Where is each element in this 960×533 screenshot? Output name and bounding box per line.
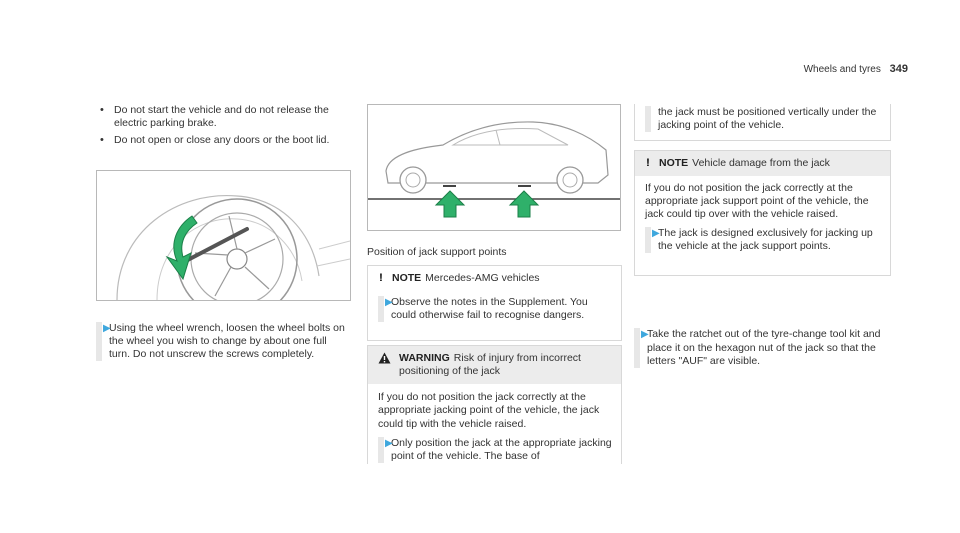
step-text: the jack must be positioned vertically u… [658, 106, 877, 132]
note-text: If you do not position the jack correctl… [645, 181, 869, 220]
car-side-drawing [368, 121, 620, 218]
figure-caption: Position of jack support points [367, 246, 507, 258]
warning-triangle-icon [378, 352, 391, 378]
wheel-wrench-illustration [96, 170, 351, 301]
wheel-wrench-drawing [116, 194, 350, 300]
note-body: If you do not position the jack correctl… [635, 176, 890, 254]
jack-points-illustration [367, 104, 621, 231]
exclamation-icon: ! [379, 272, 383, 284]
warning-label: WARNING [399, 352, 450, 364]
triangle-right-icon: ▶ [652, 228, 660, 240]
step-text: Using the wheel wrench, loosen the wheel… [109, 322, 345, 361]
bullet-item: Do not open or close any doors or the bo… [100, 134, 350, 148]
warning-step: ▶ Only position the jack at the appropri… [378, 436, 613, 463]
step-loosen-bolts: ▶ Using the wheel wrench, loosen the whe… [96, 322, 349, 362]
step-text: Take the ratchet out of the tyre-change … [647, 328, 881, 367]
warning-body: If you do not position the jack correctl… [368, 384, 621, 463]
step-ratchet: ▶ Take the ratchet out of the tyre-chang… [634, 328, 887, 368]
continued-step: the jack must be positioned vertically u… [645, 106, 882, 133]
running-header: Wheels and tyres 349 [804, 63, 908, 77]
step-text: Only position the jack at the appropriat… [391, 436, 612, 462]
exclamation-icon: ! [646, 157, 650, 169]
note-label: NOTE [659, 157, 689, 169]
note-step: ▶ The jack is designed exclusively for j… [645, 227, 882, 254]
triangle-right-icon: ▶ [385, 296, 393, 308]
warning-continued: the jack must be positioned vertically u… [634, 104, 891, 141]
page-number: 349 [889, 63, 908, 75]
triangle-right-icon: ▶ [641, 329, 649, 341]
note-label: NOTE [392, 272, 422, 284]
bullet-item: Do not start the vehicle and do not rele… [100, 104, 350, 130]
triangle-right-icon: ▶ [103, 323, 111, 334]
section-title: Wheels and tyres [803, 64, 881, 75]
warning-text: If you do not position the jack correctl… [378, 391, 600, 430]
triangle-right-icon: ▶ [385, 437, 393, 449]
green-up-arrow [434, 190, 540, 218]
column-1: Do not start the vehicle and do not rele… [100, 104, 350, 151]
step-text: Observe the notes in the Supplement. You… [391, 295, 588, 321]
note-step: ▶ Observe the notes in the Supplement. Y… [378, 295, 613, 322]
step-text: The jack is designed exclusively for jac… [658, 227, 873, 253]
note-title: Mercedes-AMG vehicles [425, 272, 540, 284]
note-title: Vehicle damage from the jack [692, 157, 830, 169]
warning-title: Risk of injury from incorrect positionin… [399, 352, 581, 378]
